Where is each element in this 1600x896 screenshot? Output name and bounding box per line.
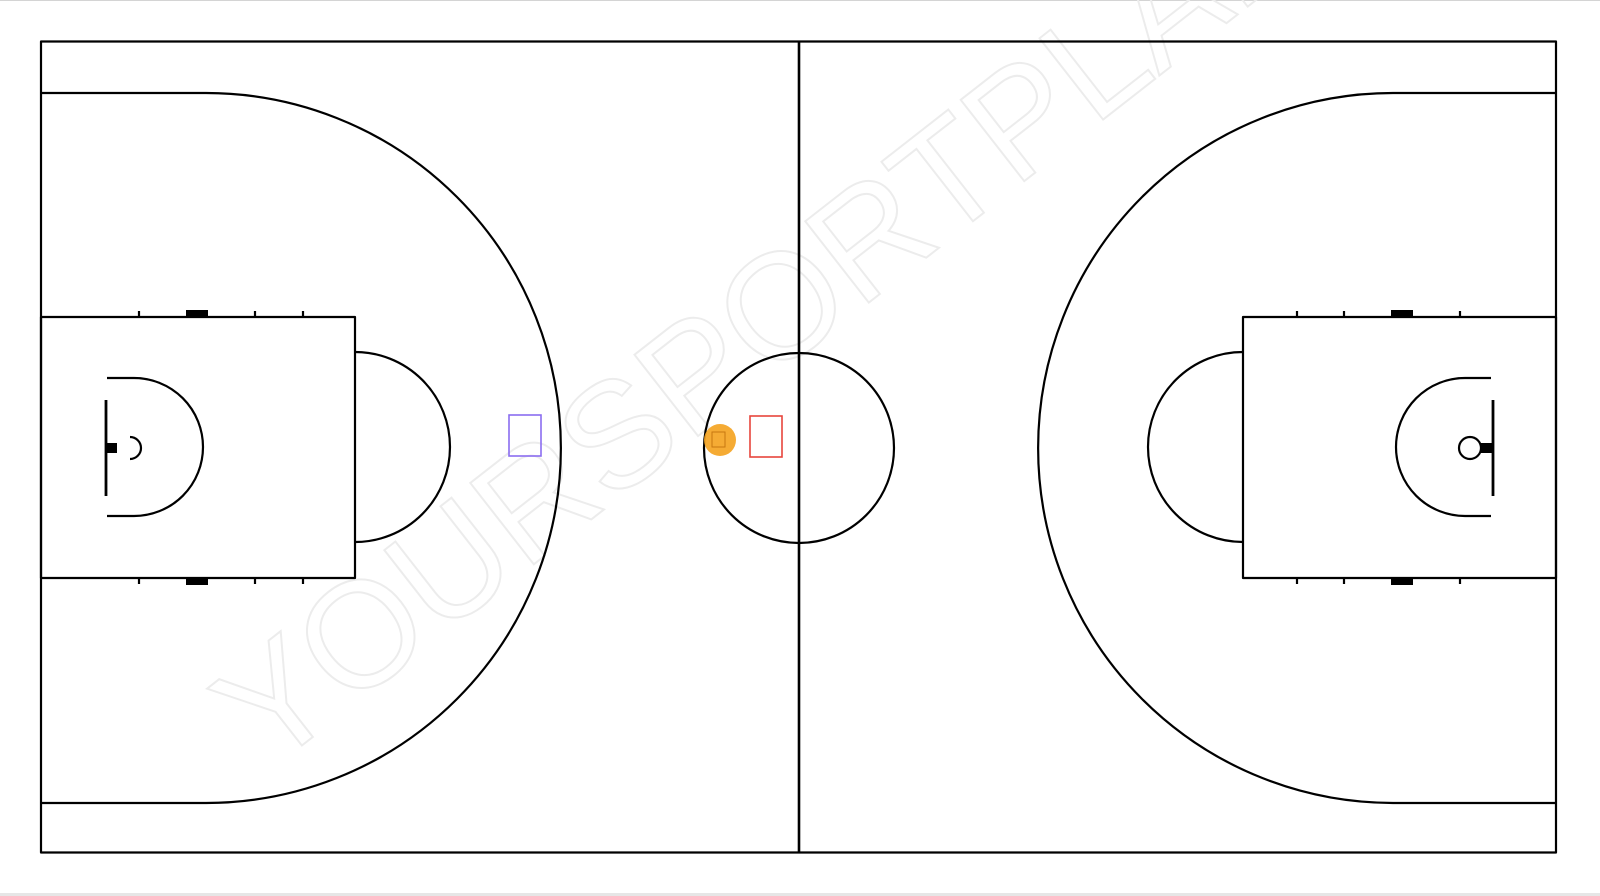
free-throw-circle-right <box>1146 350 1244 544</box>
free-throw-circle-left <box>354 350 452 544</box>
bottom-border <box>0 893 1600 896</box>
basketball-icon[interactable] <box>704 424 736 456</box>
ball-inner-square-icon <box>711 431 726 448</box>
square-marker-icon[interactable] <box>508 414 542 457</box>
restricted-area-right <box>1394 376 1491 518</box>
block-mark <box>186 310 208 316</box>
center-circle <box>702 351 896 545</box>
three-point-line-left <box>41 91 563 805</box>
watermark: YOURSPORTPLANNER <box>184 0 1592 797</box>
drill-pieces <box>508 414 783 458</box>
square-marker-icon[interactable] <box>749 415 783 458</box>
block-mark <box>1391 310 1413 316</box>
paint-left <box>39 315 357 580</box>
paint-right <box>1241 315 1558 580</box>
rim-connector-left <box>107 443 117 453</box>
top-border <box>0 0 1600 1</box>
rim-right <box>1457 435 1483 461</box>
restricted-area-left <box>107 376 205 518</box>
block-mark <box>186 579 208 585</box>
rim-connector-right <box>1481 443 1492 453</box>
rim-left <box>129 435 143 461</box>
block-mark <box>1391 579 1413 585</box>
three-point-line-right <box>1036 91 1556 805</box>
